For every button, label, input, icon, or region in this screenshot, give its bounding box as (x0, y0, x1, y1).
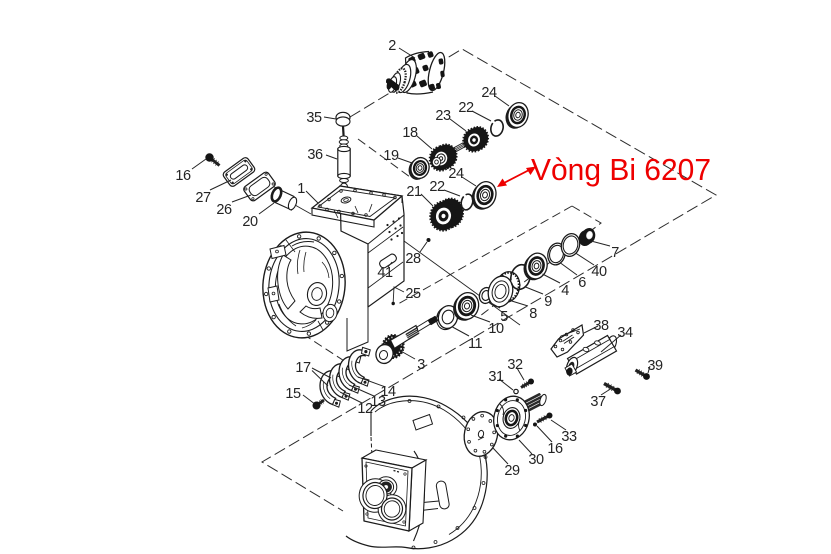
svg-text:34: 34 (617, 325, 633, 341)
svg-text:41: 41 (377, 265, 393, 281)
svg-text:10: 10 (488, 321, 504, 337)
svg-text:17: 17 (295, 360, 311, 376)
svg-text:5: 5 (500, 309, 508, 325)
svg-text:33: 33 (561, 429, 577, 445)
svg-text:2: 2 (388, 38, 396, 54)
svg-text:6: 6 (578, 275, 586, 291)
svg-text:18: 18 (402, 125, 418, 141)
svg-text:1: 1 (297, 181, 305, 197)
svg-text:26: 26 (216, 202, 232, 218)
svg-text:24: 24 (448, 166, 464, 182)
svg-text:23: 23 (435, 108, 451, 124)
svg-text:Vòng Bi 6207: Vòng Bi 6207 (531, 153, 711, 187)
svg-text:39: 39 (647, 358, 663, 374)
svg-text:9: 9 (544, 294, 552, 310)
svg-text:35: 35 (306, 110, 322, 126)
svg-text:16: 16 (175, 168, 191, 184)
svg-text:31: 31 (488, 369, 504, 385)
svg-text:36: 36 (307, 147, 323, 163)
svg-text:27: 27 (195, 190, 211, 206)
svg-text:28: 28 (405, 251, 421, 267)
svg-text:20: 20 (242, 214, 258, 230)
svg-text:37: 37 (590, 394, 606, 410)
svg-text:14: 14 (380, 384, 396, 400)
svg-text:15: 15 (285, 386, 301, 402)
svg-text:40: 40 (591, 264, 607, 280)
svg-text:13: 13 (370, 394, 386, 410)
svg-text:12: 12 (357, 401, 373, 417)
svg-text:30: 30 (528, 452, 544, 468)
svg-text:11: 11 (468, 336, 482, 352)
svg-text:22: 22 (458, 100, 474, 116)
svg-text:3: 3 (417, 357, 425, 373)
svg-text:25: 25 (405, 286, 421, 302)
svg-text:22: 22 (429, 179, 445, 195)
svg-text:38: 38 (593, 318, 609, 334)
svg-text:8: 8 (529, 306, 537, 322)
svg-text:29: 29 (504, 463, 520, 479)
svg-text:4: 4 (561, 283, 569, 299)
svg-text:24: 24 (481, 85, 497, 101)
svg-text:21: 21 (406, 184, 422, 200)
svg-text:32: 32 (507, 357, 523, 373)
svg-text:7: 7 (611, 245, 619, 261)
svg-text:19: 19 (383, 148, 399, 164)
svg-text:16: 16 (547, 441, 563, 457)
